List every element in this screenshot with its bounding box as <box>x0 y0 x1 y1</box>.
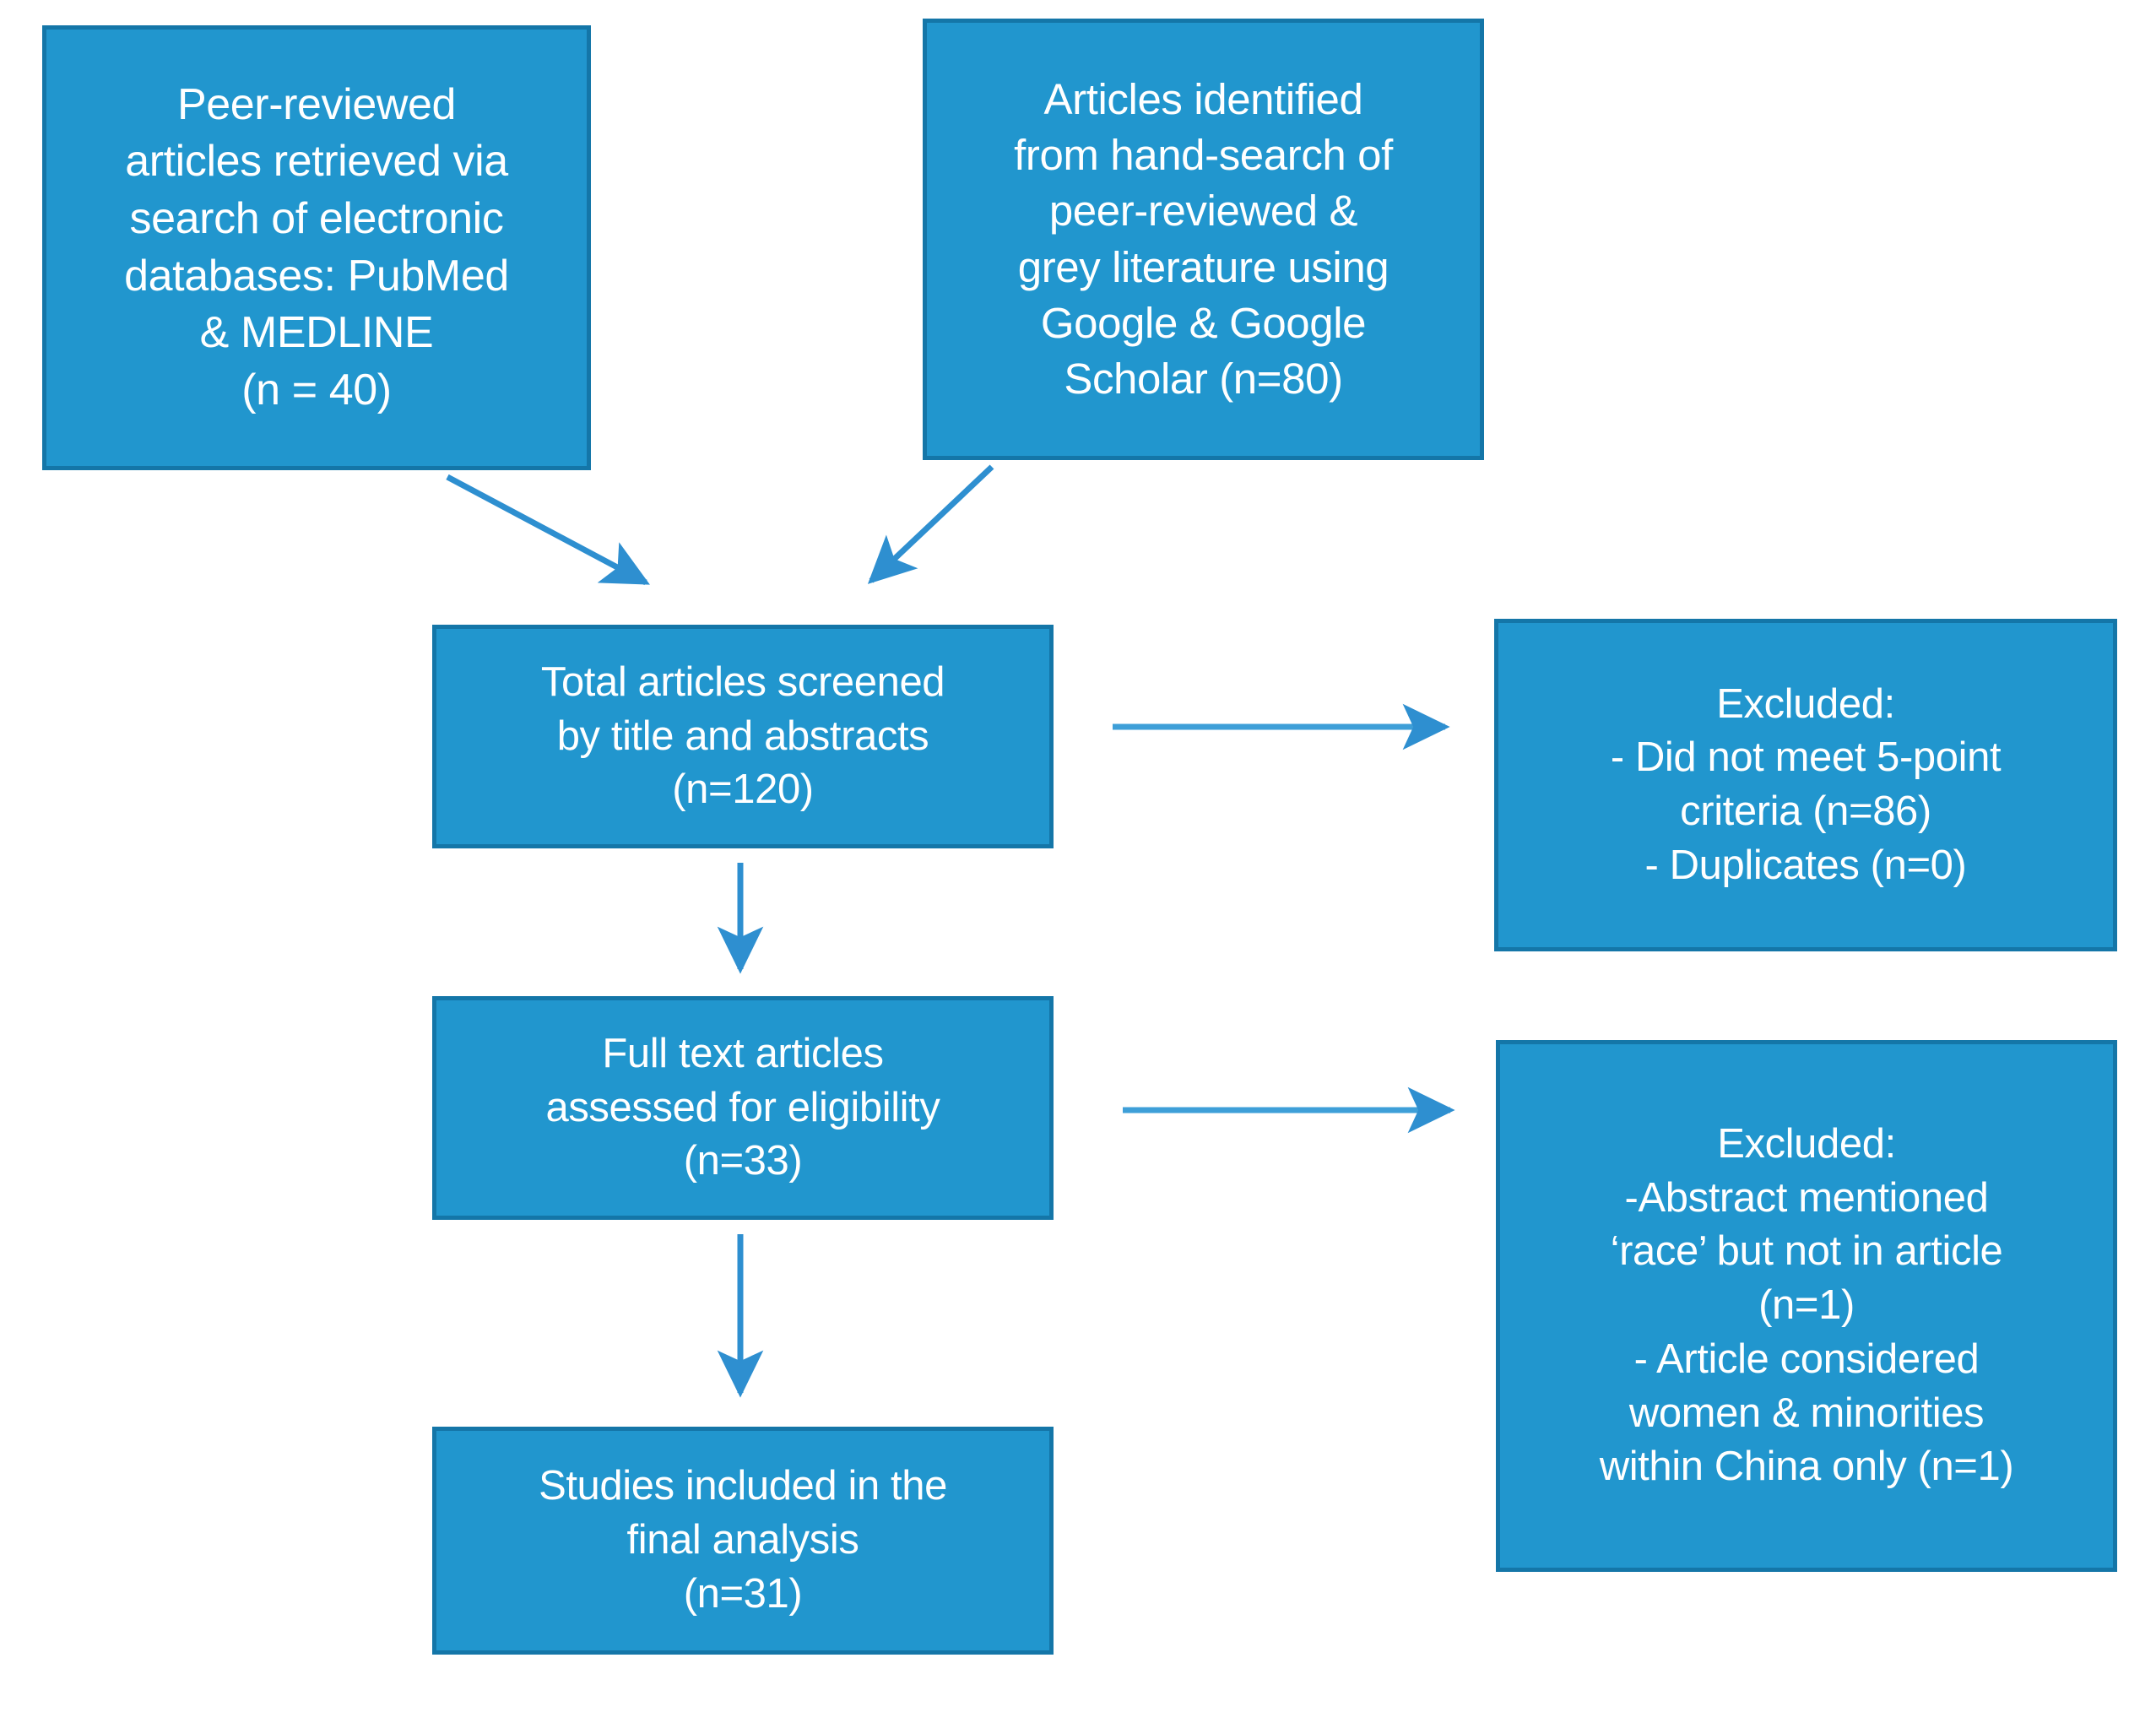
node-line: grey literature using <box>1017 242 1389 291</box>
node-line: women & minorities <box>1628 1390 1985 1436</box>
node-line: criteria (n=86) <box>1680 788 1931 834</box>
node-line: ‘race’ but not in article <box>1610 1228 2003 1275</box>
node-sources-handsearch: Articles identified from hand-search of … <box>923 19 1484 460</box>
node-line: - Duplicates (n=0) <box>1644 842 1967 888</box>
node-line: by title and abstracts <box>556 712 929 759</box>
node-line: within China only (n=1) <box>1599 1444 2014 1490</box>
node-studies-included: Studies included in the final analysis (… <box>432 1427 1054 1655</box>
node-line: final analysis <box>626 1517 859 1563</box>
node-line: Full text articles <box>602 1030 884 1076</box>
node-line: - Did not meet 5-point <box>1610 734 2002 781</box>
node-line: databases: PubMed <box>124 251 509 301</box>
edge-handsearch-to-screened <box>867 464 994 584</box>
node-count: (n = 40) <box>241 365 392 414</box>
node-count: (n=31) <box>683 1570 803 1617</box>
node-line: Total articles screened <box>540 658 945 705</box>
node-line: articles retrieved via <box>125 137 508 187</box>
node-articles-screened: Total articles screened by title and abs… <box>432 625 1054 848</box>
node-count: (n=33) <box>683 1138 803 1184</box>
node-fulltext-assessed: Full text articles assessed for eligibil… <box>432 996 1054 1220</box>
node-heading: Excluded: <box>1717 1121 1896 1168</box>
node-line: Studies included in the <box>539 1463 947 1509</box>
node-line: -Abstract mentioned <box>1624 1174 1989 1221</box>
node-line: & MEDLINE <box>199 308 434 358</box>
node-line: from hand-search of <box>1014 130 1393 179</box>
node-line: assessed for eligibility <box>545 1084 940 1130</box>
node-line: peer-reviewed & <box>1048 187 1358 236</box>
node-excluded-fulltext: Excluded: -Abstract mentioned ‘race’ but… <box>1496 1040 2117 1572</box>
node-line: Articles identified <box>1043 74 1363 123</box>
node-line: Google & Google <box>1040 298 1367 347</box>
node-line: - Article considered <box>1633 1335 1980 1382</box>
node-heading: Excluded: <box>1716 680 1895 727</box>
node-count: Scholar (n=80) <box>1064 355 1343 404</box>
node-sources-databases: Peer-reviewed articles retrieved via sea… <box>42 25 591 470</box>
node-count: (n=120) <box>672 767 814 813</box>
node-line: Peer-reviewed <box>176 79 457 129</box>
node-count: (n=1) <box>1758 1282 1855 1329</box>
node-line: search of electronic <box>129 193 504 243</box>
node-excluded-screening: Excluded: - Did not meet 5-point criteri… <box>1494 619 2117 951</box>
edge-databases-to-screened <box>446 474 650 586</box>
